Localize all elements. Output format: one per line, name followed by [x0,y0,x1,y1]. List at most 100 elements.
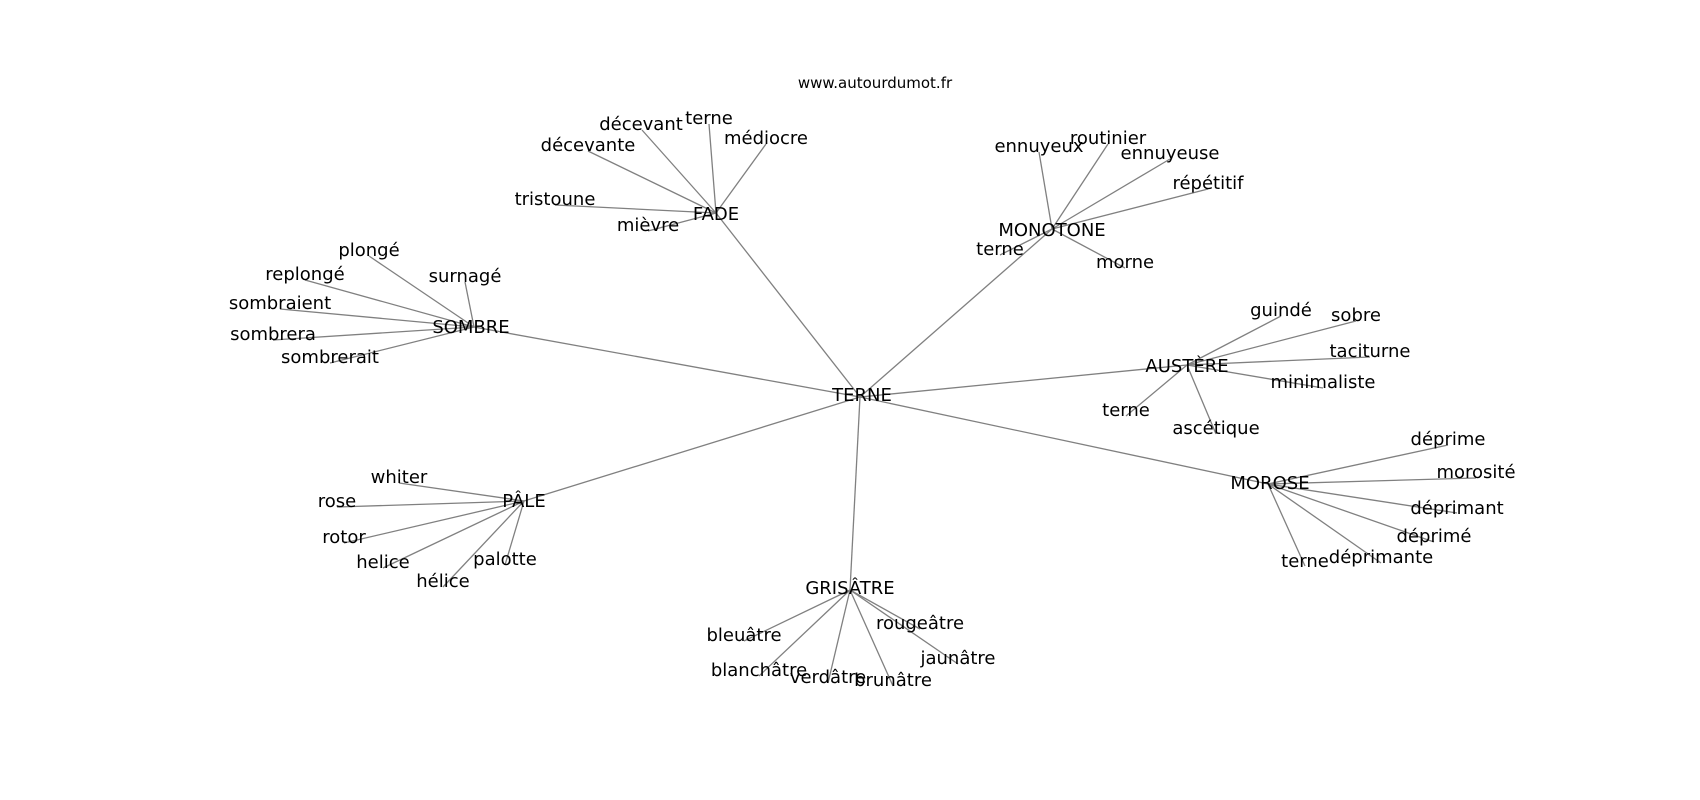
leaf-node-label: blanchâtre [711,660,807,681]
hub-leaf-edge [1051,143,1109,230]
leaf-node-label: morosité [1436,462,1515,483]
hub-leaf-edge [279,308,475,328]
hub-leaf-edge [999,228,1053,256]
leaf-node-label: surnagé [429,266,502,287]
leaf-node-label: décevant [599,114,683,135]
leaf-node-label: sombrerait [281,347,379,368]
leaf-node-label: sombraient [229,293,331,314]
hub-leaf-edge [272,326,475,341]
hub-node-label: GRISÂTRE [805,577,894,599]
leaf-node-label: mièvre [617,215,679,236]
leaf-node-label: verdâtre [790,667,866,688]
leaf-node-label: brunâtre [854,670,932,691]
hub-leaf-edge [1267,444,1449,485]
leaf-node-label: terne [685,108,733,129]
leaf-node-label: minimaliste [1270,372,1375,393]
hub-node-label: SOMBRE [432,317,509,338]
hub-leaf-edge [1051,158,1171,230]
leaf-node-label: ascétique [1172,418,1259,439]
leaf-node-label: taciturne [1329,341,1410,362]
hub-node-label: MONOTONE [998,220,1105,241]
leaf-node-label: déprimante [1329,547,1433,568]
hub-leaf-edge [1186,364,1324,389]
hub-leaf-edge [343,500,525,544]
hub-leaf-edge [464,281,475,328]
hub-leaf-edge [708,123,717,214]
leaf-node-label: rose [318,491,356,512]
leaf-node-label: hélice [416,571,469,592]
leaf-node-label: médiocre [724,128,808,149]
center-node-label: TERNE [831,385,892,406]
hub-leaf-edge [827,589,851,684]
leaf-node-label: terne [976,239,1024,260]
leaf-node-label: rougeâtre [876,613,964,634]
hub-leaf-edge [743,589,851,642]
hub-node-label: MOROSE [1230,473,1309,494]
center-hub-edge [859,364,1188,398]
hub-leaf-edge [1267,483,1382,564]
hub-leaf-edge [1267,477,1477,485]
leaf-node-label: ennuyeux [994,136,1083,157]
hub-leaf-edge [329,326,475,364]
hub-node-label: PÂLE [502,490,545,512]
leaf-node-label: tristoune [515,189,596,210]
hub-leaf-edge [336,500,525,508]
graph-edges [272,123,1477,687]
leaf-node-label: terne [1281,551,1329,572]
leaf-node-label: terne [1102,400,1150,421]
leaf-node-label: sobre [1331,305,1381,326]
hub-leaf-edge [398,482,525,502]
hub-leaf-edge [641,129,717,214]
hub-leaf-edge [1051,188,1209,230]
leaf-node-label: guindé [1250,300,1312,321]
hub-leaf-edge [1267,483,1306,567]
center-hub-edge [859,228,1053,398]
hub-leaf-edge [715,143,767,214]
hub-leaf-edge [504,500,525,566]
hub-leaf-edge [1186,315,1282,366]
hub-leaf-edge [849,589,921,630]
leaf-node-label: sombrera [230,324,316,345]
leaf-node-label: déprimé [1397,526,1472,547]
center-hub-edge [715,212,861,398]
hub-leaf-edge [304,279,475,328]
leaf-node-label: décevante [541,135,636,156]
leaf-node-label: répétitif [1172,173,1244,194]
center-hub-edge [473,326,861,398]
hub-leaf-edge [647,212,717,232]
leaf-node-label: rotor [322,527,366,548]
hub-node-label: AUSTÈRE [1145,355,1228,377]
leaf-node-label: replongé [265,264,344,285]
hub-leaf-edge [849,589,894,687]
leaf-node-label: plongé [338,240,399,261]
hub-leaf-edge [1038,151,1053,230]
center-hub-edge [849,396,861,591]
leaf-node-label: bleuâtre [706,625,781,646]
hub-leaf-edge [368,255,475,328]
center-hub-edge [859,396,1269,485]
hub-leaf-edge [554,204,717,214]
hub-leaf-edge [1186,356,1371,366]
hub-leaf-edge [758,589,851,677]
hub-leaf-edge [442,500,525,588]
hub-leaf-edge [1125,364,1188,417]
hub-leaf-edge [1051,228,1126,269]
leaf-node-label: morne [1096,252,1154,273]
hub-leaf-edge [1186,364,1217,435]
hub-leaf-edge [849,589,959,665]
hub-leaf-edge [587,150,717,214]
hub-leaf-edge [1186,320,1357,366]
leaf-node-label: déprime [1411,429,1486,450]
site-url-label: www.autourdumot.fr [798,74,953,92]
hub-node-label: FADE [693,204,739,225]
leaf-node-label: routinier [1070,128,1147,149]
leaf-node-label: helice [356,552,409,573]
hub-leaf-edge [382,500,525,569]
leaf-node-label: jaunâtre [919,648,995,669]
hub-leaf-edge [1267,483,1458,514]
leaf-node-label: whiter [371,467,428,488]
leaf-node-label: palotte [473,549,537,570]
hub-leaf-edge [1267,483,1435,543]
center-hub-edge [523,396,861,502]
